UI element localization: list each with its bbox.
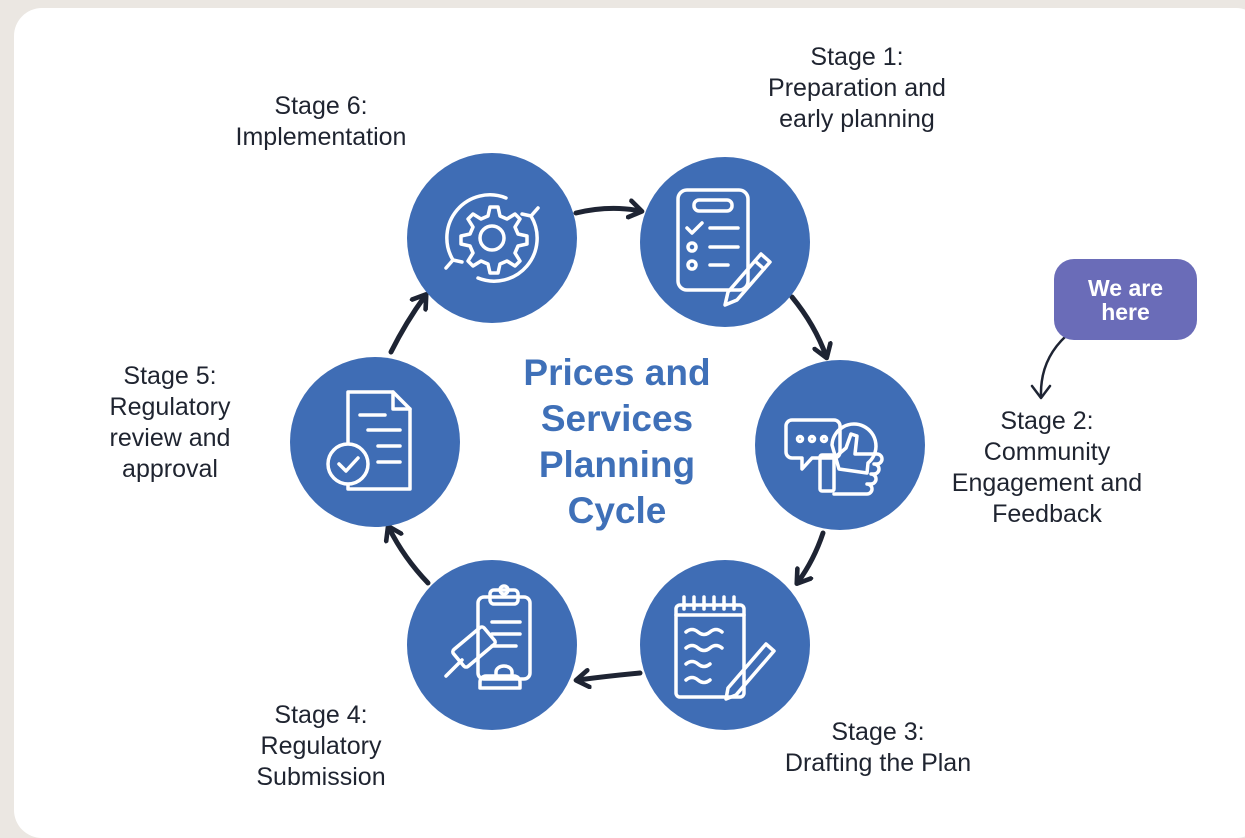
badge-pointer-arrow xyxy=(1039,334,1068,398)
stage-2-label: Stage 2: Community Engagement and Feedba… xyxy=(917,406,1177,530)
we-are-here-badge: We are here xyxy=(1054,259,1197,340)
stage-5-line-2: review and xyxy=(109,424,231,452)
badge-pointer-arrowhead xyxy=(1030,384,1052,400)
stage-4-line-1: Regulatory xyxy=(260,732,382,760)
stage-5-line-3: approval xyxy=(122,455,218,483)
arrow-stage3-to-stage4 xyxy=(578,673,643,680)
stage-5-heading: Stage 5: xyxy=(123,362,217,390)
checklist-pencil-icon xyxy=(676,188,772,307)
arrow-stage2-to-stage3 xyxy=(798,530,826,582)
stage-1-line-1: Preparation and xyxy=(768,74,946,102)
stage-5-line-1: Regulatory xyxy=(109,393,231,421)
arrow-stage4-to-stage5 xyxy=(389,528,431,586)
stage-1-circle xyxy=(640,157,810,327)
stage-3-circle xyxy=(640,560,810,730)
stage-2-line-2: Engagement and xyxy=(951,469,1143,497)
stage-3-label: Stage 3: Drafting the Plan xyxy=(748,717,1008,779)
clipboard-gavel-icon xyxy=(444,584,532,690)
stage-5-label: Stage 5: Regulatory review and approval xyxy=(40,361,300,485)
stage-1-heading: Stage 1: xyxy=(810,43,904,71)
gear-cycle-icon xyxy=(444,193,540,283)
stage-5-circle xyxy=(290,357,460,527)
stage-4-label: Stage 4: Regulatory Submission xyxy=(191,700,451,793)
stage-4-heading: Stage 4: xyxy=(274,701,368,729)
arrow-stage5-to-stage6 xyxy=(388,296,425,355)
stage-3-line-1: Drafting the Plan xyxy=(784,749,972,777)
stage-6-circle xyxy=(407,153,577,323)
stage-1-label: Stage 1: Preparation and early planning xyxy=(727,42,987,135)
document-check-icon xyxy=(326,390,412,491)
stage-6-line-1: Implementation xyxy=(235,123,407,151)
arrow-stage1-to-stage2 xyxy=(789,294,826,356)
stage-6-heading: Stage 6: xyxy=(274,92,368,120)
stage-1-line-2: early planning xyxy=(779,105,935,133)
stage-2-heading: Stage 2: xyxy=(1000,407,1094,435)
notepad-pen-icon xyxy=(674,595,776,701)
diagram-card xyxy=(14,8,1245,838)
planning-cycle-diagram xyxy=(290,153,1068,730)
stage-3-heading: Stage 3: xyxy=(831,718,925,746)
stage-6-label: Stage 6: Implementation xyxy=(191,91,451,153)
stage-2-line-1: Community xyxy=(983,438,1111,466)
chat-heart-thumbs-up-icon xyxy=(784,418,884,496)
arrow-stage6-to-stage1 xyxy=(573,208,640,213)
diagram-title: Prices and Services Planning Cycle xyxy=(523,352,711,531)
we-are-here-text: We are here xyxy=(1087,274,1163,325)
stage-4-line-2: Submission xyxy=(256,763,386,791)
stage-2-line-3: Feedback xyxy=(992,500,1102,528)
